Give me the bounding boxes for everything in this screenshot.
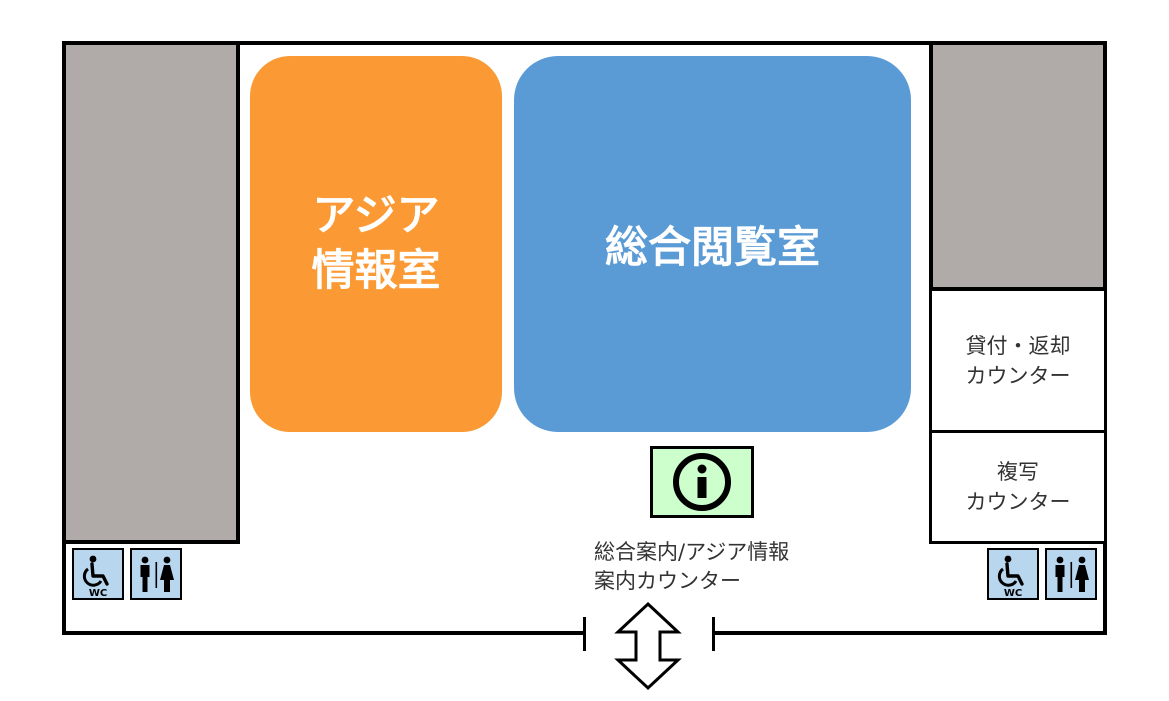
male-female-icon xyxy=(140,556,174,592)
closed-area-right xyxy=(929,41,1107,291)
entrance-jamb-right xyxy=(712,617,715,651)
bottom-wall-right xyxy=(714,631,1107,635)
copy-counter[interactable]: 複写 カウンター xyxy=(929,430,1107,544)
accessible-restroom-left[interactable]: WC xyxy=(72,548,124,600)
double-arrow-icon xyxy=(614,601,682,691)
lending-counter-line2: カウンター xyxy=(965,363,1071,388)
general-room-label: 総合閲覧室 xyxy=(605,223,820,273)
outer-wall-top xyxy=(62,41,1107,45)
lending-return-counter[interactable]: 貸付・返却 カウンター xyxy=(929,288,1107,433)
restroom-right[interactable] xyxy=(1045,548,1097,600)
info-counter-label: 総合案内/アジア情報 案内カウンター xyxy=(594,538,834,596)
wheelchair-icon: WC xyxy=(82,555,109,598)
asia-room-line1: アジア xyxy=(312,191,440,241)
info-label-line1: 総合案内/アジア情報 xyxy=(594,540,790,564)
restroom-left[interactable] xyxy=(130,548,182,600)
info-icon xyxy=(673,453,731,511)
accessible-restroom-right[interactable]: WC xyxy=(987,548,1039,600)
general-reading-room[interactable]: 総合閲覧室 xyxy=(514,56,911,432)
wc-label: WC xyxy=(89,588,107,598)
wc-label: WC xyxy=(1004,588,1022,598)
lending-counter-line1: 貸付・返却 xyxy=(965,333,1071,358)
entrance-jamb-left xyxy=(583,617,586,651)
bottom-wall-left xyxy=(62,631,585,635)
closed-area-left xyxy=(62,41,240,544)
asia-information-room[interactable]: アジア 情報室 xyxy=(250,56,502,432)
info-label-line2: 案内カウンター xyxy=(594,569,741,593)
copy-counter-line1: 複写 xyxy=(997,460,1039,484)
male-female-icon xyxy=(1055,556,1089,592)
wheelchair-icon: WC xyxy=(997,555,1024,598)
info-sign[interactable] xyxy=(650,446,754,518)
copy-counter-line2: カウンター xyxy=(965,490,1071,514)
asia-room-line2: 情報室 xyxy=(311,246,441,296)
